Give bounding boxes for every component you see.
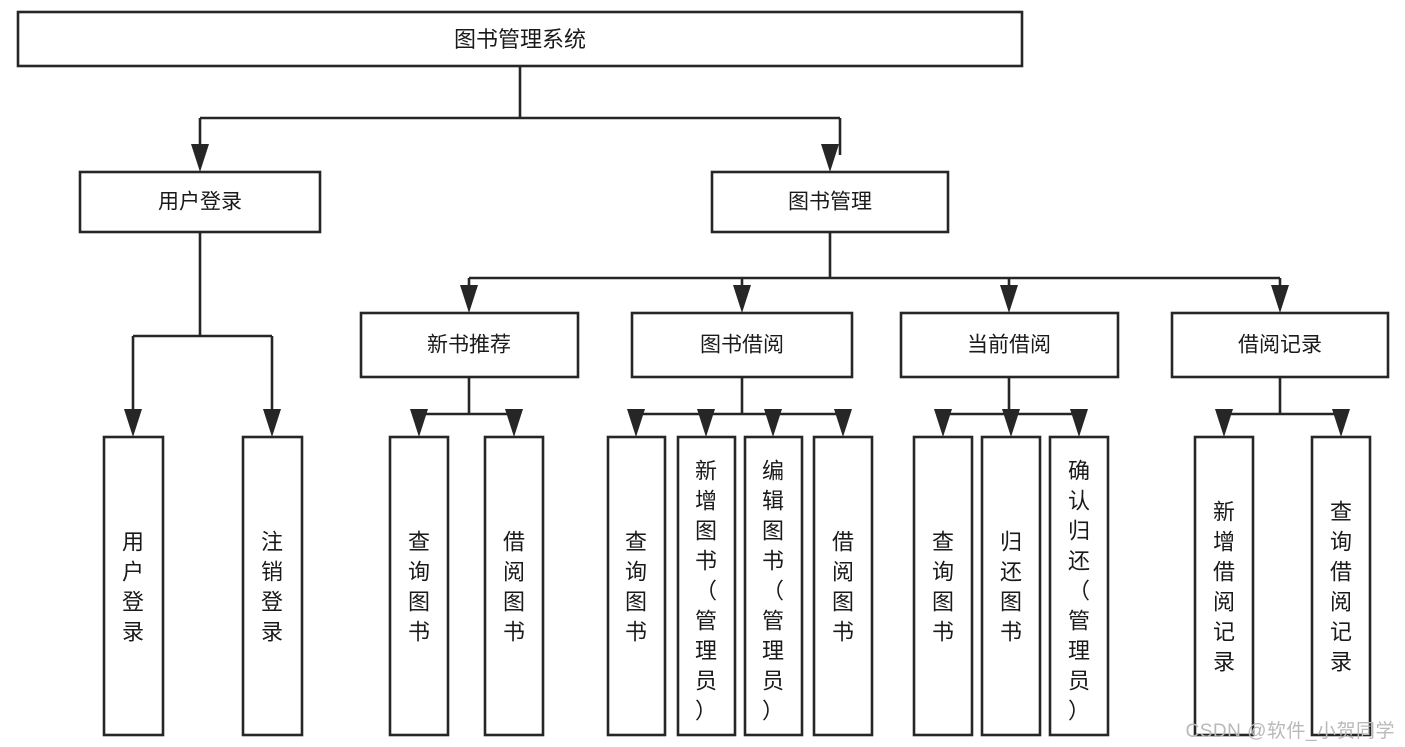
node-root-box[interactable]	[16, 10, 1024, 68]
arrow-head-leaf-add-record	[1215, 409, 1233, 437]
node-current-borrow-label: 当前借阅	[967, 334, 1051, 357]
leaf-node-logout[interactable]: 注销登录	[241, 435, 304, 737]
node-book-borrow[interactable]: 图书借阅	[630, 311, 854, 379]
arrow-head-user-login	[191, 144, 209, 172]
leaf-node-query-book-current-label: 查询图书	[932, 529, 954, 644]
leaf-node-query-borrow-record-box[interactable]	[1310, 435, 1372, 737]
connector-layer	[124, 66, 1350, 437]
leaf-node-borrow-book-box[interactable]	[812, 435, 874, 737]
arrow-head-leaf-query-book-1	[410, 409, 428, 437]
leaf-node-user-login-box[interactable]	[102, 435, 165, 737]
connector-book-manage-children	[467, 232, 1282, 296]
node-book-manage-label: 图书管理	[788, 191, 872, 214]
leaf-node-query-book-current-box[interactable]	[912, 435, 974, 737]
leaf-node-add-book-admin-box[interactable]	[676, 435, 737, 737]
leaf-node-add-book-admin-label: 新增图书（管理员）	[695, 458, 717, 723]
leaf-node-add-borrow-record[interactable]: 新增借阅记录	[1193, 435, 1255, 737]
node-current-borrow-box[interactable]	[899, 311, 1120, 379]
leaf-node-query-book-borrow-box[interactable]	[606, 435, 667, 737]
node-root[interactable]: 图书管理系统	[16, 10, 1024, 68]
arrow-head-current-borrow	[1000, 285, 1018, 313]
node-book-manage[interactable]: 图书管理	[710, 170, 950, 234]
arrow-head-leaf-query-book-2	[627, 409, 645, 437]
leaf-node-query-book-rec-label: 查询图书	[408, 529, 430, 644]
arrow-head-borrow-record	[1271, 285, 1289, 313]
leaf-node-query-borrow-record[interactable]: 查询借阅记录	[1310, 435, 1372, 737]
leaf-node-query-borrow-record-label: 查询借阅记录	[1330, 499, 1352, 674]
arrow-head-leaf-return-book	[1002, 409, 1020, 437]
connector-new-book-rec-children	[417, 377, 516, 424]
leaf-node-return-book-label: 归还图书	[1000, 529, 1022, 644]
leaf-node-logout-label: 注销登录	[261, 529, 283, 644]
node-book-borrow-box[interactable]	[630, 311, 854, 379]
leaf-node-add-borrow-record-box[interactable]	[1193, 435, 1255, 737]
connector-user-login-children	[131, 232, 274, 420]
arrow-head-book-manage	[821, 144, 839, 172]
node-user-login-label: 用户登录	[158, 191, 242, 214]
arrow-head-leaf-confirm-return	[1070, 409, 1088, 437]
leaf-node-confirm-return-admin[interactable]: 确认归还（管理员）	[1048, 435, 1110, 737]
node-new-book-recommend-box[interactable]	[359, 311, 580, 379]
arrow-head-leaf-query-record	[1332, 409, 1350, 437]
leaf-node-query-book-rec[interactable]: 查询图书	[388, 435, 450, 737]
leaf-node-query-book-borrow-label: 查询图书	[625, 529, 647, 644]
node-new-book-recommend-label: 新书推荐	[427, 334, 511, 357]
arrow-head-new-book-rec	[460, 285, 478, 313]
arrow-head-book-borrow	[733, 285, 751, 313]
leaf-node-query-book-rec-box[interactable]	[388, 435, 450, 737]
leaf-node-borrow-book-rec-label: 借阅图书	[503, 529, 525, 644]
leaf-node-confirm-return-admin-box[interactable]	[1048, 435, 1110, 737]
node-user-login[interactable]: 用户登录	[78, 170, 322, 234]
arrow-head-leaf-logout	[263, 409, 281, 437]
arrow-head-leaf-add-book	[697, 409, 715, 437]
leaf-node-confirm-return-admin-label: 确认归还（管理员）	[1068, 458, 1090, 723]
node-borrow-record[interactable]: 借阅记录	[1170, 311, 1390, 379]
leaf-node-borrow-book-rec[interactable]: 借阅图书	[483, 435, 545, 737]
arrow-head-leaf-borrow-book-2	[834, 409, 852, 437]
node-book-borrow-label: 图书借阅	[700, 334, 784, 357]
leaf-node-borrow-book-label: 借阅图书	[832, 529, 854, 644]
leaf-node-user-login-label: 用户登录	[122, 529, 144, 644]
leaf-node-borrow-book[interactable]: 借阅图书	[812, 435, 874, 737]
node-current-borrow[interactable]: 当前借阅	[899, 311, 1120, 379]
leaf-node-return-book-box[interactable]	[980, 435, 1042, 737]
leaf-node-edit-book-admin-box[interactable]	[743, 435, 804, 737]
node-borrow-record-box[interactable]	[1170, 311, 1390, 379]
leaf-node-borrow-book-rec-box[interactable]	[483, 435, 545, 737]
arrow-head-leaf-borrow-book-1	[505, 409, 523, 437]
leaf-node-add-borrow-record-label: 新增借阅记录	[1213, 499, 1235, 674]
node-root-label: 图书管理系统	[454, 27, 586, 52]
arrow-head-leaf-edit-book	[764, 409, 782, 437]
leaf-node-return-book[interactable]: 归还图书	[980, 435, 1042, 737]
node-book-manage-box[interactable]	[710, 170, 950, 234]
node-borrow-record-label: 借阅记录	[1238, 334, 1322, 357]
node-user-login-box[interactable]	[78, 170, 322, 234]
arrow-head-leaf-query-book-3	[934, 409, 952, 437]
leaf-node-edit-book-admin-label: 编辑图书（管理员）	[762, 458, 784, 723]
connector-book-borrow-children	[634, 377, 845, 424]
leaf-node-query-book-borrow[interactable]: 查询图书	[606, 435, 667, 737]
leaf-node-edit-book-admin[interactable]: 编辑图书（管理员）	[743, 435, 804, 737]
arrow-head-leaf-user-login	[124, 409, 142, 437]
leaf-node-logout-box[interactable]	[241, 435, 304, 737]
leaf-node-user-login[interactable]: 用户登录	[102, 435, 165, 737]
leaf-node-query-book-current[interactable]: 查询图书	[912, 435, 974, 737]
connector-root-trunk	[198, 66, 842, 155]
leaf-node-add-book-admin[interactable]: 新增图书（管理员）	[676, 435, 737, 737]
node-new-book-recommend[interactable]: 新书推荐	[359, 311, 580, 379]
connector-borrow-record-children	[1222, 377, 1343, 424]
